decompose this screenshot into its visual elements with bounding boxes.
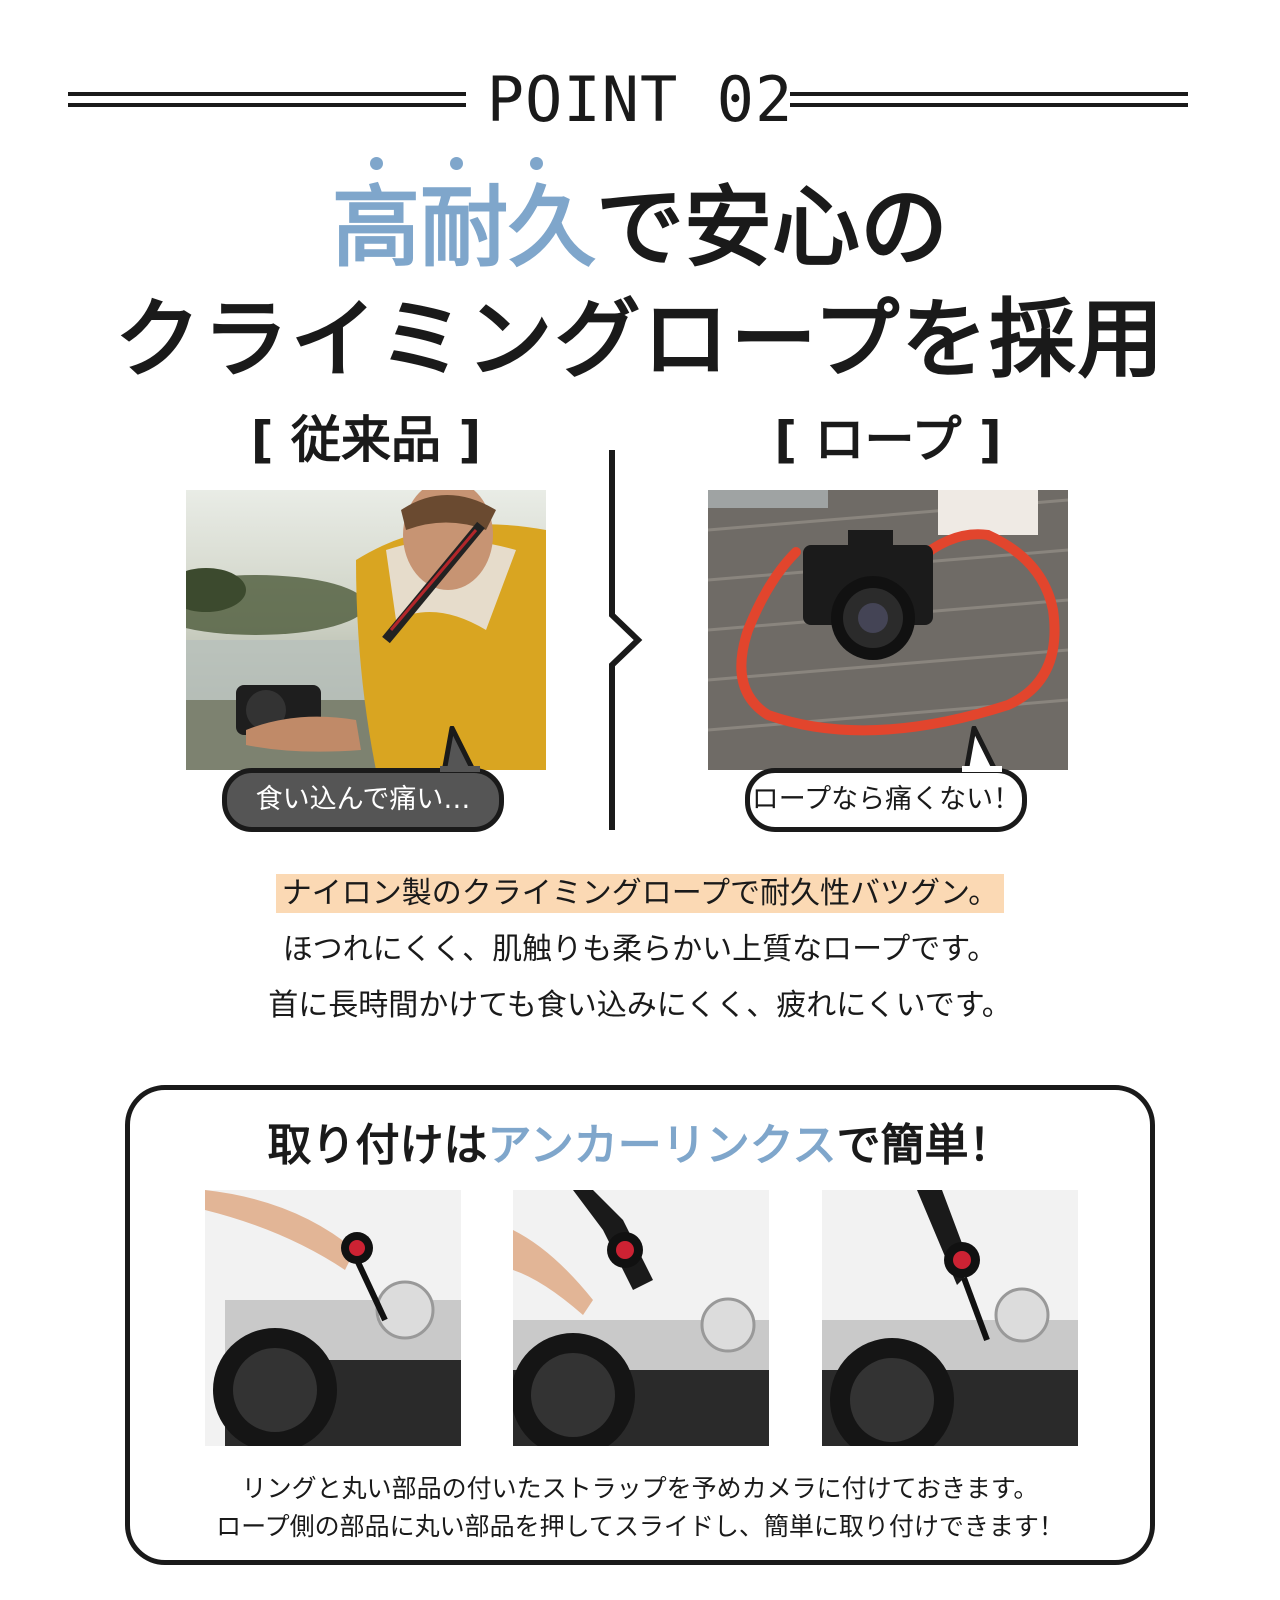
- headline-line-1-rest: で安心の: [596, 176, 949, 279]
- header-rule-left: [68, 92, 466, 108]
- anchor-caption-2: ロープ側の部品に丸い部品を押してスライドし、簡単に取り付けできます！: [216, 1512, 1064, 1541]
- speech-bubble-tail-left: [440, 726, 480, 772]
- comparison-divider-arrow: [609, 450, 643, 830]
- speech-bubble-tail-right: [962, 726, 1002, 772]
- attach-step-2-photo: [513, 1190, 769, 1446]
- feature-highlight-line: ナイロン製のクライミングロープで耐久性バツグン。: [0, 874, 1280, 914]
- speech-bubble-conventional: 食い込んで痛い…: [222, 768, 504, 832]
- headline-line-1: 高耐久で安心の: [0, 178, 1280, 278]
- feature-line-3: 首に長時間かけても食い込みにくく、疲れにくいです。: [268, 988, 1012, 1023]
- emphasis-dots: [370, 157, 550, 171]
- anchor-title-accent: アンカーリンクス: [487, 1120, 837, 1171]
- attach-step-1-photo: [205, 1190, 461, 1446]
- anchor-links-title: 取り付けはアンカーリンクスで簡単！: [0, 1118, 1280, 1174]
- header-rule-right: [790, 92, 1188, 108]
- rope-strap-photo: [708, 490, 1068, 770]
- speech-bubble-rope: ロープなら痛くない！: [745, 768, 1027, 832]
- anchor-title-pre: 取り付けは: [267, 1120, 488, 1171]
- feature-line-2: ほつれにくく、肌触りも柔らかい上質なロープです。: [282, 932, 998, 967]
- headline-accent: 高耐久: [331, 176, 596, 279]
- highlight-text: ナイロン製のクライミングロープで耐久性バツグン。: [275, 874, 1005, 913]
- attach-step-3-photo: [822, 1190, 1078, 1446]
- headline-line-2: クライミングロープを採用: [114, 290, 1166, 390]
- point-label: POINT 02: [486, 63, 794, 136]
- anchor-title-post: で簡単！: [836, 1120, 1013, 1171]
- right-column-title: [ ロープ ]: [774, 411, 1002, 469]
- conventional-strap-photo: [186, 490, 546, 770]
- anchor-caption-1: リングと丸い部品の付いたストラップを予めカメラに付けておきます。: [241, 1474, 1039, 1503]
- left-column-title: [ 従来品 ]: [250, 411, 482, 469]
